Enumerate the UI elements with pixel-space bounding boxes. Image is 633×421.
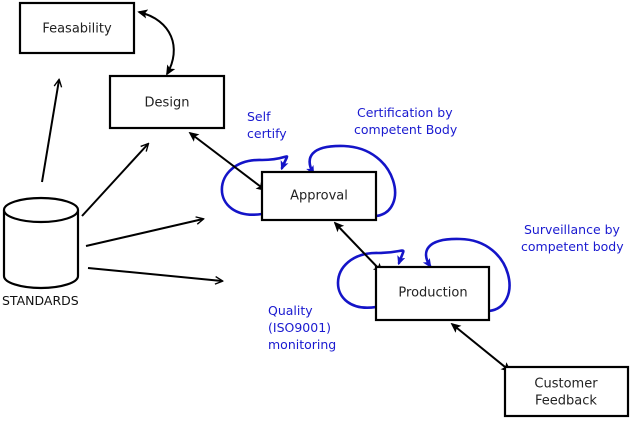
node-design[interactable]: Design — [108, 74, 226, 130]
data-store-standards[interactable]: STANDARDS — [2, 196, 80, 308]
annotation-self-certify-line1: Self — [247, 109, 271, 124]
data-store-label-standards: STANDARDS — [2, 293, 79, 308]
production-surveillance-loop — [426, 237, 511, 313]
connection-approval-to-production — [335, 223, 382, 272]
annotation-quality-line2: (ISO9001) — [268, 320, 331, 335]
node-label-production: Production — [398, 286, 467, 301]
connection-standards-to-production — [87, 267, 222, 281]
node-production[interactable]: Production — [374, 265, 491, 322]
node-label-design: Design — [145, 96, 190, 111]
node-approval[interactable]: Approval — [260, 170, 378, 222]
connection-design-to-approval — [190, 133, 265, 190]
annotation-surveillance-by-competent-body: Surveillance by competent body — [521, 222, 624, 254]
connection-design-to-feasability — [139, 12, 174, 74]
annotation-surveillance-line1: Surveillance by — [524, 222, 621, 237]
node-customer-feedback[interactable]: Customer Feedback — [503, 365, 630, 418]
annotation-quality-iso9001-monitoring: Quality (ISO9001) monitoring — [268, 303, 336, 352]
annotation-certification-by-competent-body: Certification by competent Body — [354, 105, 458, 137]
annotation-self-certify-line2: certify — [247, 126, 287, 141]
annotation-surveillance-line2: competent body — [521, 239, 624, 254]
node-label-customer-feedback-line2: Feedback — [535, 394, 597, 409]
annotation-quality-line3: monitoring — [268, 337, 336, 352]
connection-standards-to-approval — [85, 219, 203, 247]
node-label-customer-feedback-line1: Customer — [534, 377, 598, 392]
annotation-quality-line1: Quality — [268, 303, 313, 318]
node-feasability[interactable]: Feasability — [18, 1, 136, 55]
node-label-feasability: Feasability — [42, 22, 112, 37]
node-label-approval: Approval — [290, 189, 348, 204]
connection-production-to-customer-feedback — [452, 324, 510, 371]
connection-standards-to-feasability — [41, 80, 59, 183]
annotation-certification-line2: competent Body — [354, 122, 458, 137]
annotation-self-certify: Self certify — [247, 109, 287, 141]
connection-standards-to-design — [81, 144, 148, 217]
approval-certification-loop — [310, 144, 397, 218]
annotation-certification-line1: Certification by — [357, 105, 453, 120]
